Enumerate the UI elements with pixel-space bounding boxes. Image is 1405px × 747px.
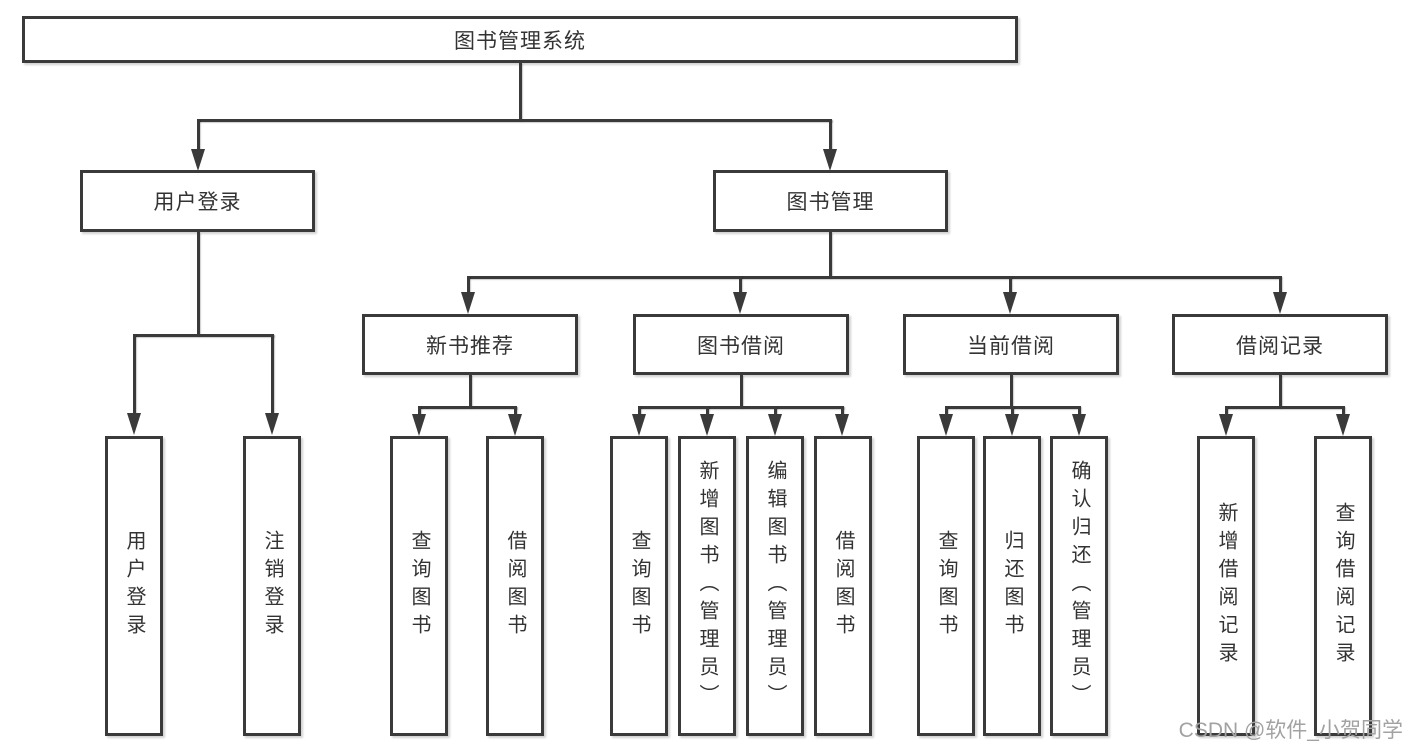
leaf-borrowing-edit-books-admin: 编辑图书（管理员） (746, 436, 804, 736)
connector-drop-cb-confirm (1078, 406, 1081, 416)
arrow-to-bb-edit (768, 414, 782, 436)
connector-drop-current (1009, 276, 1012, 296)
connector-drop-records (1279, 276, 1282, 296)
node-book-management-branch: 图书管理 (713, 170, 948, 232)
connector-bookmgmt-branch-line (467, 276, 1281, 279)
arrow-to-bb-query (632, 414, 646, 436)
node-current-borrowing: 当前借阅 (903, 314, 1119, 375)
connector-drop-nb-borrow (514, 406, 517, 416)
leaf-current-confirm-return-admin: 确认归还（管理员） (1050, 436, 1108, 736)
node-user-login-branch: 用户登录 (80, 170, 315, 232)
connector-drop-user-login (197, 119, 200, 151)
connector-records-stub (1279, 375, 1282, 408)
connector-drop-borrow (739, 276, 742, 296)
arrow-to-book-mgmt (823, 149, 837, 171)
leaf-newbook-borrow-books: 借阅图书 (486, 436, 544, 736)
connector-drop-book-mgmt (829, 119, 832, 151)
connector-userlogin-stub (197, 232, 200, 336)
connector-drop-cb-query (945, 406, 948, 416)
connector-root-stub (519, 63, 522, 121)
leaf-records-add-borrow-record: 新增借阅记录 (1197, 436, 1255, 736)
connector-drop-leaf-logout (271, 334, 274, 414)
arrow-to-leaf-logout (265, 413, 279, 435)
arrow-to-cb-return (1005, 414, 1019, 436)
arrow-to-records (1273, 292, 1287, 314)
connector-drop-bb-add (706, 406, 709, 416)
node-new-book-recommendation: 新书推荐 (362, 314, 578, 375)
connector-newbook-stub (469, 375, 472, 408)
leaf-current-return-books: 归还图书 (983, 436, 1041, 736)
connector-newbook-branch-line (418, 406, 517, 409)
arrow-to-leaf-user-login (127, 413, 141, 435)
arrow-to-nb-query (412, 414, 426, 436)
leaf-records-query-borrow-record: 查询借阅记录 (1314, 436, 1372, 736)
arrow-to-cb-confirm (1072, 414, 1086, 436)
node-library-management-system: 图书管理系统 (22, 16, 1018, 63)
leaf-logout: 注销登录 (243, 436, 301, 736)
arrow-to-cb-query (939, 414, 953, 436)
leaf-borrowing-add-books-admin: 新增图书（管理员） (678, 436, 736, 736)
arrow-to-bb-add (700, 414, 714, 436)
connector-userlogin-branch-line (133, 334, 274, 337)
arrow-to-bb-borrow (835, 414, 849, 436)
connector-drop-cb-return (1011, 406, 1014, 416)
arrow-to-newbook (461, 292, 475, 314)
connector-drop-newbook (467, 276, 470, 296)
arrow-to-br-add (1219, 414, 1233, 436)
arrow-to-current (1003, 292, 1017, 314)
leaf-current-query-books: 查询图书 (917, 436, 975, 736)
connector-borrow-branch-line (638, 406, 844, 409)
connector-bookmgmt-stub (829, 232, 832, 278)
connector-records-branch-line (1225, 406, 1344, 409)
connector-current-stub (1010, 375, 1013, 408)
connector-drop-nb-query (418, 406, 421, 416)
node-book-borrowing: 图书借阅 (633, 314, 849, 375)
arrow-to-nb-borrow (508, 414, 522, 436)
connector-borrow-stub (740, 375, 743, 408)
connector-drop-bb-edit (774, 406, 777, 416)
connector-drop-leaf-user-login (133, 334, 136, 414)
connector-drop-br-query (1342, 406, 1345, 416)
leaf-newbook-query-books: 查询图书 (390, 436, 448, 736)
connector-drop-bb-borrow (841, 406, 844, 416)
arrow-to-user-login (191, 149, 205, 171)
csdn-watermark: CSDN @软件_小贺同学 (1178, 719, 1403, 742)
leaf-user-login: 用户登录 (105, 436, 163, 736)
node-borrowing-records: 借阅记录 (1172, 314, 1388, 375)
leaf-borrowing-query-books: 查询图书 (610, 436, 668, 736)
connector-drop-br-add (1225, 406, 1228, 416)
arrow-to-br-query (1336, 414, 1350, 436)
connector-root-branch-line (197, 119, 832, 122)
leaf-borrowing-borrow-books: 借阅图书 (814, 436, 872, 736)
connector-drop-bb-query (638, 406, 641, 416)
arrow-to-borrow (733, 292, 747, 314)
